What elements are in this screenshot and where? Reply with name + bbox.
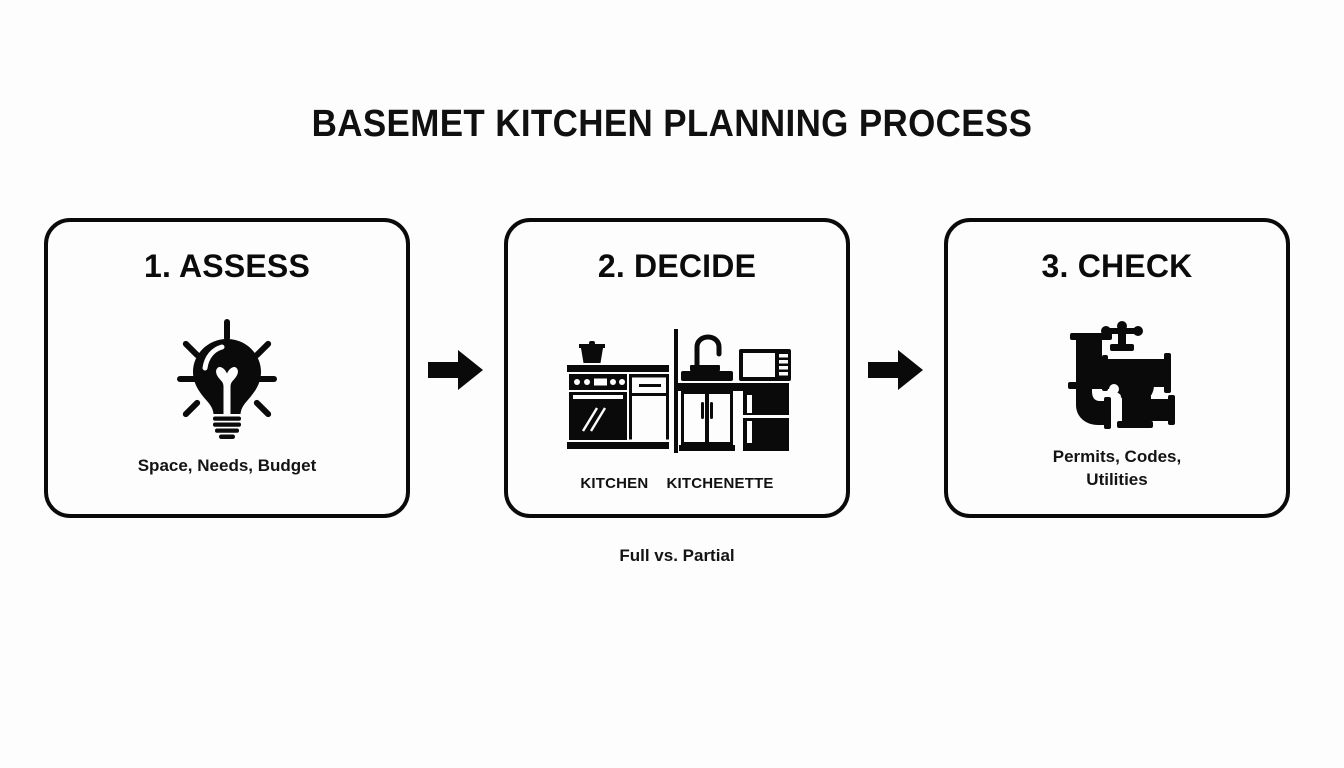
step-caption-check-line1: Permits, Codes, bbox=[1052, 447, 1182, 467]
kitchen-comparison-icon bbox=[567, 329, 791, 453]
label-kitchen: KITCHEN bbox=[580, 475, 649, 492]
step-heading-check: 3. CHECK bbox=[1041, 248, 1193, 284]
step-caption-check-line2: Utilities bbox=[1086, 470, 1148, 490]
step-caption-assess: Space, Needs, Budget bbox=[137, 456, 317, 476]
step-heading-decide: 2. DECIDE bbox=[597, 248, 757, 284]
label-kitchenette: KITCHENETTE bbox=[666, 475, 774, 492]
step-caption-check: Permits, Codes, Utilities bbox=[948, 446, 1286, 492]
lightbulb-icon bbox=[177, 319, 277, 439]
kitchen-type-labels: KITCHEN KITCHENETTE bbox=[508, 475, 846, 492]
arrow-right-icon bbox=[428, 350, 483, 390]
lightbulb-icon-holder bbox=[48, 314, 406, 444]
decide-sub-caption: Full vs. Partial bbox=[619, 546, 735, 565]
step-card-assess[interactable]: 1. ASSESS Spa bbox=[44, 218, 410, 518]
kitchen-comparison-icon-holder bbox=[508, 322, 846, 464]
plumbing-valve-icon-holder bbox=[948, 310, 1286, 440]
arrow-right-icon bbox=[868, 350, 923, 390]
step-card-decide[interactable]: 2. DECIDE bbox=[504, 218, 850, 518]
plumbing-valve-icon bbox=[1068, 321, 1175, 429]
step-card-check[interactable]: 3. CHECK bbox=[944, 218, 1290, 518]
step-heading-assess: 1. ASSESS bbox=[143, 248, 311, 284]
page-title: BASEMET KITCHEN PLANNING PROCESS bbox=[311, 103, 1033, 145]
